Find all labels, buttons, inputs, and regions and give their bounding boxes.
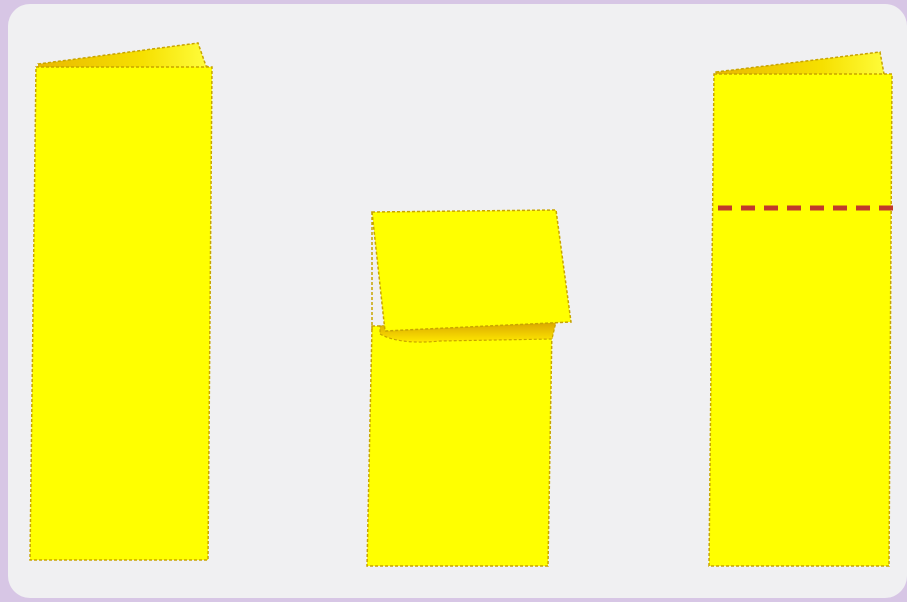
step-3-unfolded-with-cut-line <box>709 52 895 566</box>
step-1-back-flap <box>38 43 212 68</box>
step-3-back-flap <box>716 52 892 76</box>
step-2-lower-panel <box>367 326 552 566</box>
step-3-front-panel <box>709 74 892 566</box>
step-2-folded-flap <box>372 210 571 331</box>
step-1-front-panel <box>30 67 212 560</box>
step-2-strip-folded-again <box>367 210 571 566</box>
step-1-folded-strip <box>30 43 212 560</box>
